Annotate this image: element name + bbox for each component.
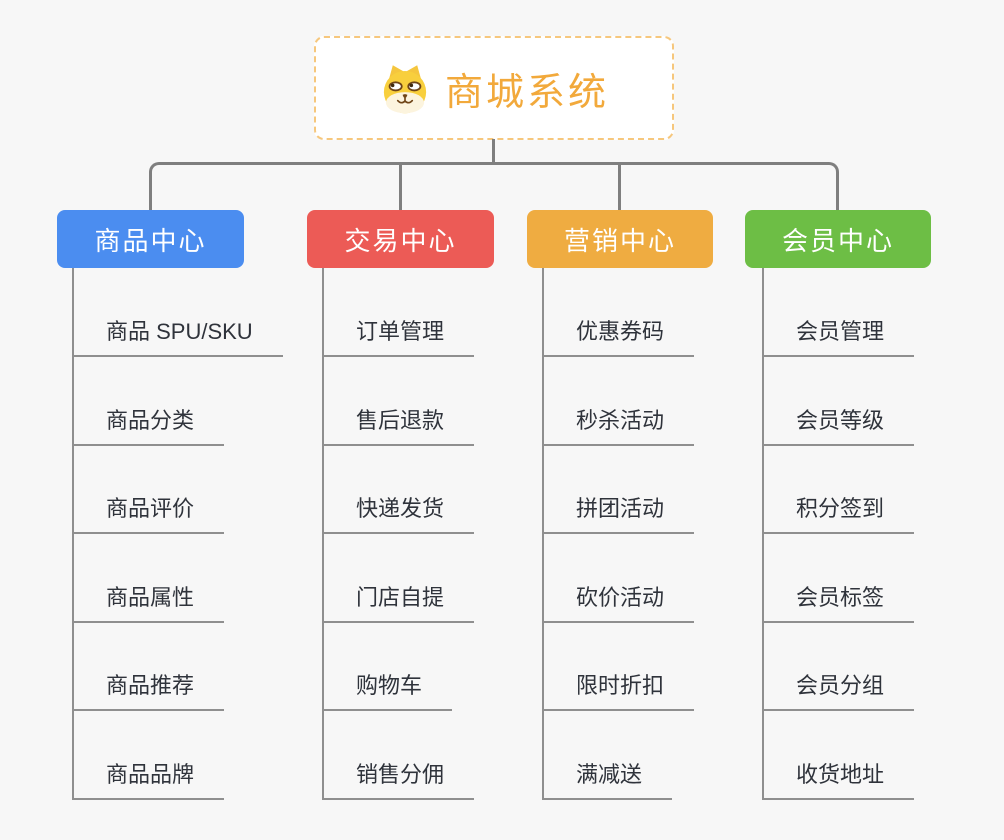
- leaf-node[interactable]: 快递发货: [322, 494, 475, 534]
- branch-node-member-center[interactable]: 会员中心: [745, 210, 931, 268]
- root-title: 商城系统: [444, 71, 609, 114]
- leaf-node[interactable]: 商品 SPU/SKU: [72, 317, 283, 357]
- leaf-node[interactable]: 限时折扣: [542, 671, 695, 711]
- leaf-node[interactable]: 售后退款: [322, 406, 475, 446]
- branch-drop-line: [618, 162, 621, 210]
- leaf-node[interactable]: 门店自提: [322, 583, 475, 623]
- leaf-node[interactable]: 商品品牌: [72, 760, 225, 800]
- branch-node-marketing-center[interactable]: 营销中心: [527, 210, 713, 268]
- leaf-node[interactable]: 商品分类: [72, 406, 225, 446]
- leaf-node[interactable]: 商品推荐: [72, 671, 225, 711]
- leaf-node[interactable]: 收货地址: [762, 760, 915, 800]
- leaf-node[interactable]: 满减送: [542, 760, 673, 800]
- leaf-node[interactable]: 购物车: [322, 671, 453, 711]
- leaf-node[interactable]: 会员标签: [762, 583, 915, 623]
- leaf-node[interactable]: 秒杀活动: [542, 406, 695, 446]
- branch-label: 商品中心: [94, 225, 207, 256]
- leaf-node[interactable]: 销售分佣: [322, 760, 475, 800]
- leaf-node[interactable]: 拼团活动: [542, 494, 695, 534]
- leaf-node[interactable]: 积分签到: [762, 494, 915, 534]
- root-stub-line: [492, 139, 495, 163]
- branch-node-trade-center[interactable]: 交易中心: [307, 210, 494, 268]
- trunk-connector: [149, 162, 839, 210]
- dog-face-icon: [383, 65, 427, 114]
- branch-label: 营销中心: [563, 225, 676, 256]
- leaf-node[interactable]: 订单管理: [322, 317, 475, 357]
- leaf-node[interactable]: 优惠券码: [542, 317, 695, 357]
- branch-drop-line: [399, 162, 402, 210]
- branch-label: 会员中心: [781, 225, 894, 256]
- leaf-node[interactable]: 砍价活动: [542, 583, 695, 623]
- root-node[interactable]: 商城系统: [314, 36, 674, 140]
- branch-label: 交易中心: [344, 225, 457, 256]
- leaf-node[interactable]: 会员等级: [762, 406, 915, 446]
- leaf-node[interactable]: 商品属性: [72, 583, 225, 623]
- leaf-node[interactable]: 会员分组: [762, 671, 915, 711]
- leaf-node[interactable]: 商品评价: [72, 494, 225, 534]
- leaf-node[interactable]: 会员管理: [762, 317, 915, 357]
- branch-node-product-center[interactable]: 商品中心: [57, 210, 244, 268]
